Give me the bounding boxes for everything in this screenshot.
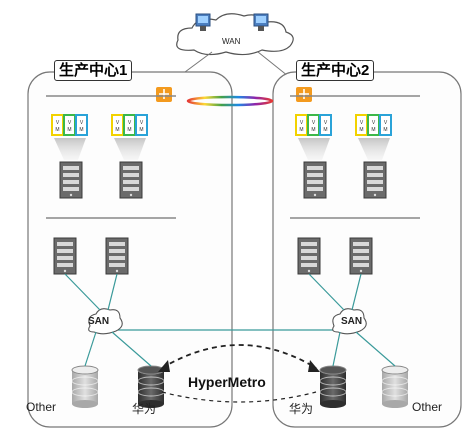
storage-server-icon xyxy=(53,237,77,275)
huawei-storage-icon xyxy=(319,365,347,408)
storage-link xyxy=(332,331,341,367)
san-uplink xyxy=(64,273,101,311)
storage-server-icon xyxy=(297,237,321,275)
storage-link xyxy=(355,331,396,367)
hypermetro-arrow-left xyxy=(158,360,170,372)
wan-label: WAN xyxy=(222,37,241,46)
vm-icon xyxy=(75,114,88,136)
vm-label: V xyxy=(140,120,144,126)
wan-router-left-icon xyxy=(195,13,211,31)
datacenter-2-title: 生产中心2 xyxy=(296,60,375,81)
vm-label: V xyxy=(116,120,120,126)
vm-icon xyxy=(135,114,148,136)
san-1-label: SAN xyxy=(88,316,110,327)
vm-label: V xyxy=(128,120,132,126)
firewall-icon xyxy=(156,87,172,102)
vm-label: M xyxy=(359,127,363,133)
wan-cloud xyxy=(176,13,294,56)
san-uplink xyxy=(308,273,345,311)
other-storage-icon xyxy=(381,365,409,408)
hypermetro-arrow-right xyxy=(308,360,320,372)
compute-server-icon xyxy=(119,161,143,199)
storage-server-icon xyxy=(105,237,129,275)
san-uplink xyxy=(351,273,362,311)
hypermetro-label: HyperMetro xyxy=(188,374,266,390)
vm-label: V xyxy=(300,120,304,126)
vm-label: M xyxy=(127,127,131,133)
vm-label: M xyxy=(55,127,59,133)
vm-label: V xyxy=(80,120,84,126)
vm-label: V xyxy=(312,120,316,126)
vm-label: M xyxy=(383,127,387,133)
san-2-label: SAN xyxy=(341,316,363,327)
hypermetro-arc-lower xyxy=(161,391,317,403)
vm-label: V xyxy=(324,120,328,126)
vm-label: M xyxy=(139,127,143,133)
vm-projection-left xyxy=(298,138,330,160)
vm-projection-left xyxy=(54,138,86,160)
vm-label: M xyxy=(79,127,83,133)
san-uplink xyxy=(107,273,118,311)
huawei-storage-icon xyxy=(137,365,165,408)
vm-label: M xyxy=(115,127,119,133)
storage-2-huawei-label: 华为 xyxy=(289,402,314,416)
storage-2-other-label: Other xyxy=(412,400,443,414)
datacenter-1-title: 生产中心1 xyxy=(54,60,133,81)
compute-server-icon xyxy=(363,161,387,199)
vm-label: V xyxy=(56,120,60,126)
wan-router-right-icon xyxy=(253,13,269,31)
other-storage-icon xyxy=(71,365,99,408)
vm-icon xyxy=(319,114,332,136)
vm-label: V xyxy=(68,120,72,126)
hypermetro-arc xyxy=(161,344,317,369)
firewall-icon xyxy=(296,87,312,102)
vm-label: M xyxy=(311,127,315,133)
vm-label: M xyxy=(323,127,327,133)
storage-1-huawei-label: 华为 xyxy=(132,402,157,416)
vm-label: V xyxy=(384,120,388,126)
san-cloud xyxy=(88,308,123,335)
vm-icon xyxy=(379,114,392,136)
vm-label: V xyxy=(372,120,376,126)
vm-projection-right xyxy=(358,138,390,160)
storage-link xyxy=(84,331,97,367)
storage-server-icon xyxy=(349,237,373,275)
inter-site-link xyxy=(186,95,274,107)
san-cloud xyxy=(332,308,367,335)
vm-label: V xyxy=(360,120,364,126)
vm-projection-right xyxy=(114,138,146,160)
storage-1-other-label: Other xyxy=(26,400,57,414)
compute-server-icon xyxy=(59,161,83,199)
vm-label: M xyxy=(67,127,71,133)
vm-label: M xyxy=(299,127,303,133)
compute-server-icon xyxy=(303,161,327,199)
vm-label: M xyxy=(371,127,375,133)
storage-link xyxy=(111,331,152,367)
